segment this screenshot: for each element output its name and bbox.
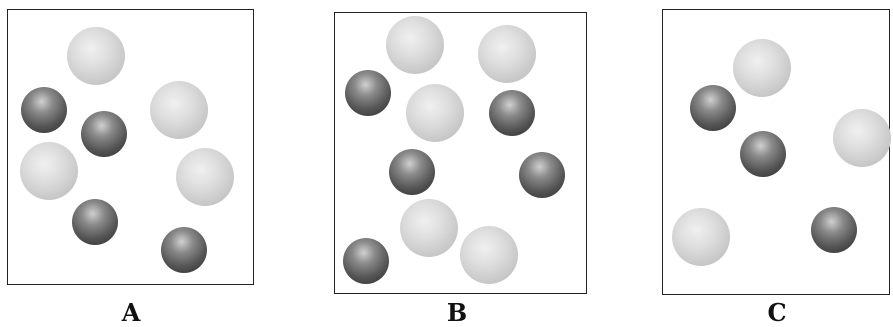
large-particle — [460, 226, 518, 284]
large-particle — [150, 81, 208, 139]
panel-label-b: B — [427, 298, 487, 327]
small-particle — [21, 87, 67, 133]
large-particle — [176, 148, 234, 206]
large-particle — [478, 25, 536, 83]
container-b — [334, 12, 587, 294]
small-particle — [519, 152, 565, 198]
large-particle — [833, 109, 891, 167]
large-particle — [67, 27, 125, 85]
small-particle — [811, 207, 857, 253]
large-particle — [400, 199, 458, 257]
panel-label-a: A — [101, 298, 161, 327]
small-particle — [740, 131, 786, 177]
small-particle — [489, 90, 535, 136]
large-particle — [20, 142, 78, 200]
large-particle — [386, 16, 444, 74]
small-particle — [343, 238, 389, 284]
small-particle — [690, 85, 736, 131]
container-a — [7, 9, 254, 285]
small-particle — [389, 149, 435, 195]
large-particle — [406, 84, 464, 142]
large-particle — [672, 208, 730, 266]
small-particle — [72, 199, 118, 245]
panel-label-c: C — [747, 298, 807, 327]
small-particle — [81, 111, 127, 157]
small-particle — [161, 227, 207, 273]
large-particle — [733, 39, 791, 97]
container-c — [662, 9, 890, 295]
small-particle — [345, 70, 391, 116]
